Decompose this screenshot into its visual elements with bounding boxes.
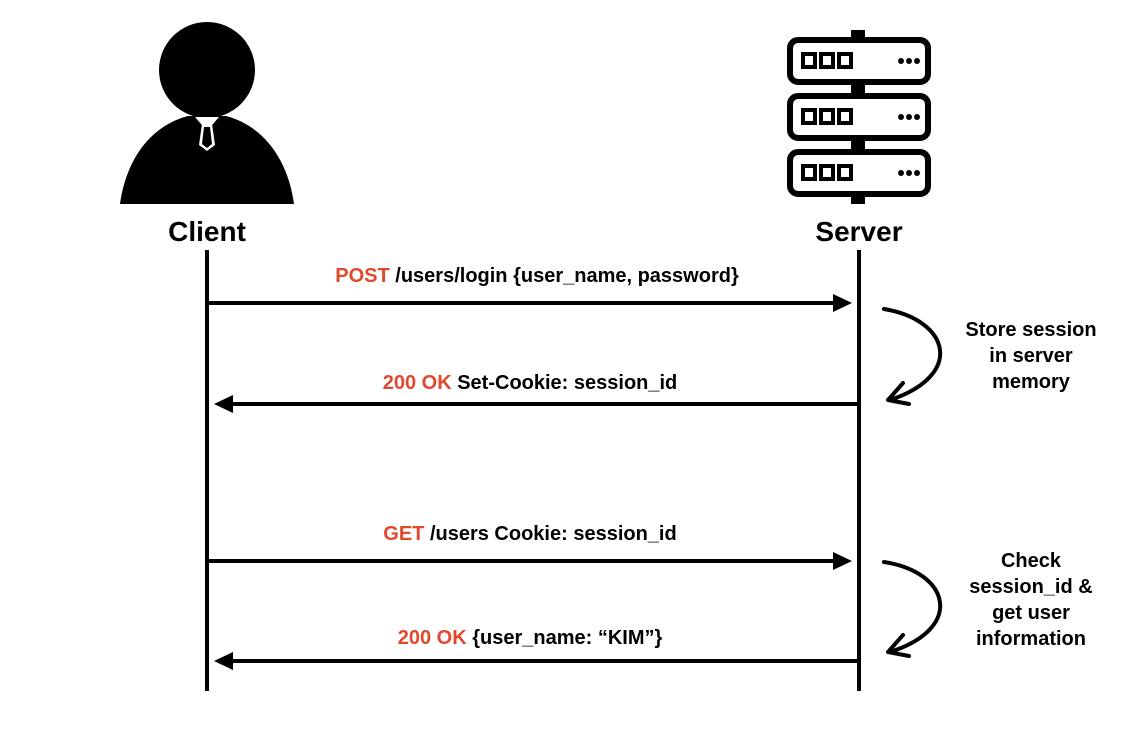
- self-process-arrow-2: [882, 560, 943, 658]
- message-arrow-1: [207, 294, 852, 312]
- message-arrow-3: [207, 552, 852, 570]
- note-line: Store session: [965, 319, 1097, 341]
- note-line: information: [976, 628, 1086, 650]
- http-method: GET: [383, 523, 425, 545]
- note-line: session_id &: [969, 576, 1093, 598]
- server-label: Server: [815, 216, 903, 247]
- message-label-1: POST /users/login {user_name, password}: [237, 266, 837, 286]
- message-label-2: 200 OK Set-Cookie: session_id: [230, 373, 830, 393]
- message-text: {user_name: “KIM”}: [466, 627, 663, 649]
- note-line: memory: [992, 371, 1070, 393]
- note-check-session: Check session_id & get user information: [951, 548, 1111, 652]
- http-status: 200 OK: [397, 627, 467, 649]
- message-label-4: 200 OK {user_name: “KIM”}: [230, 628, 830, 648]
- http-method: POST: [335, 265, 390, 287]
- message-arrow-4: [214, 652, 859, 670]
- message-text: Set-Cookie: session_id: [451, 372, 678, 394]
- self-process-arrow-1: [882, 307, 943, 406]
- note-line: Check: [1000, 550, 1062, 572]
- http-status: 200 OK: [382, 372, 452, 394]
- message-text: /users Cookie: session_id: [424, 523, 677, 545]
- note-line: get user: [992, 602, 1070, 624]
- message-arrow-2: [214, 395, 859, 413]
- note-line: in server: [989, 345, 1073, 367]
- client-label: Client: [168, 216, 246, 247]
- note-store-session: Store session in server memory: [951, 317, 1111, 395]
- server-rack-icon: [787, 30, 931, 204]
- person-icon: [120, 22, 294, 204]
- message-text: /users/login {user_name, password}: [389, 265, 739, 287]
- message-label-3: GET /users Cookie: session_id: [230, 524, 830, 544]
